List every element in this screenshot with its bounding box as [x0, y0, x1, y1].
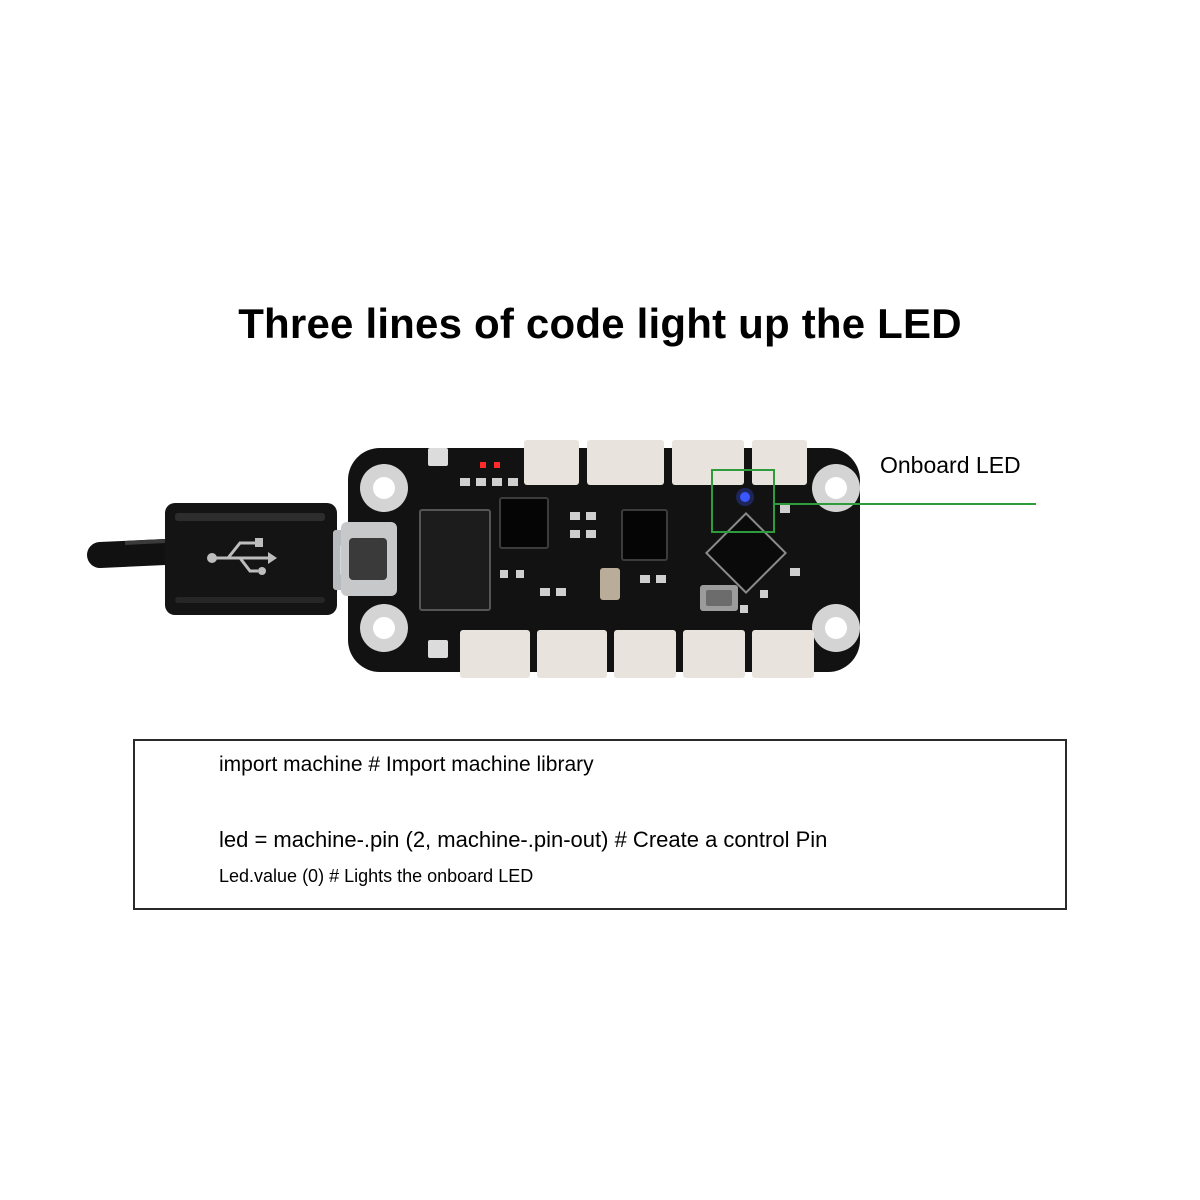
pcb-board — [341, 440, 860, 678]
code-line-1: import machine # Import machine library — [219, 753, 594, 776]
onboard-led-callout — [711, 469, 1036, 533]
page-title: Three lines of code light up the LED — [238, 300, 962, 347]
board-illustration — [0, 420, 1200, 690]
onboard-led-label: Onboard LED — [880, 452, 1021, 478]
code-box: import machine # Import machine library … — [133, 739, 1067, 910]
code-line-2: led = machine-.pin (2, machine-.pin-out)… — [219, 827, 828, 852]
code-line-3: Led.value (0) # Lights the onboard LED — [219, 866, 534, 886]
usb-icon — [207, 538, 277, 575]
